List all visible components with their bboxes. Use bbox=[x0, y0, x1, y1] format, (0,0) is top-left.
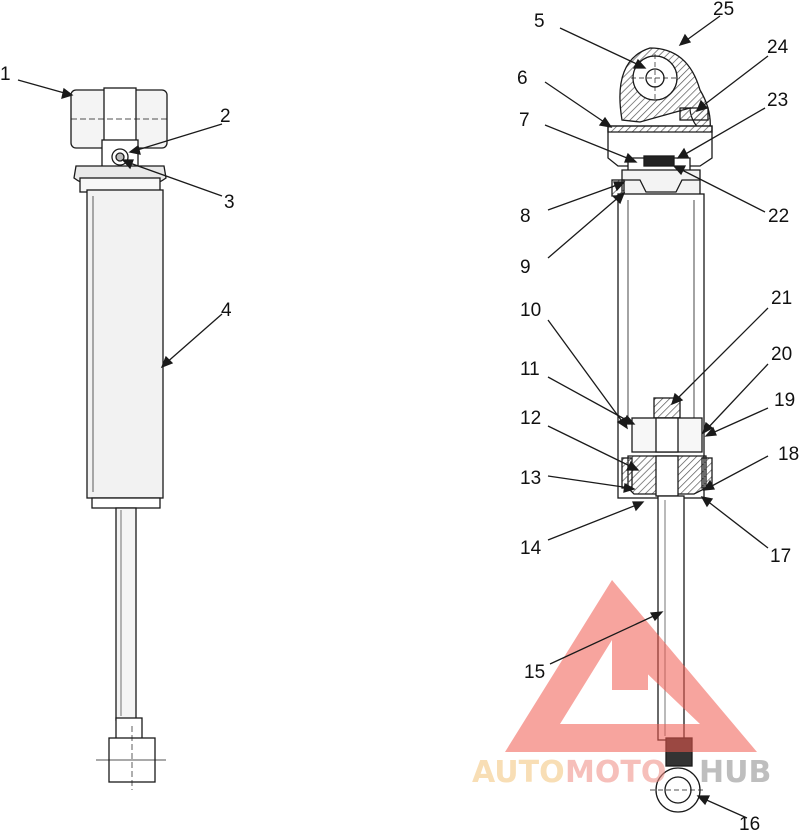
callout-25: 25 bbox=[713, 0, 734, 20]
exterior-view bbox=[70, 87, 168, 790]
sectional-view bbox=[607, 47, 713, 813]
leader-14 bbox=[547, 501, 645, 541]
callout-3: 3 bbox=[224, 192, 235, 213]
leader-20 bbox=[701, 363, 769, 435]
leader-7 bbox=[544, 124, 638, 163]
callout-9: 9 bbox=[520, 257, 531, 278]
leader-23 bbox=[676, 107, 766, 159]
callout-13: 13 bbox=[520, 468, 541, 489]
leader-2 bbox=[128, 123, 223, 155]
callout-23: 23 bbox=[767, 90, 788, 111]
leader-8 bbox=[547, 181, 626, 211]
leader-5 bbox=[559, 27, 647, 69]
leader-12 bbox=[547, 425, 640, 471]
callout-17: 17 bbox=[770, 546, 791, 567]
leader-18 bbox=[702, 455, 769, 491]
callout-6: 6 bbox=[517, 68, 528, 89]
callout-5: 5 bbox=[534, 11, 545, 32]
callout-15: 15 bbox=[524, 662, 545, 683]
leader-22 bbox=[672, 165, 766, 213]
watermark-moto: MOTO bbox=[565, 755, 666, 790]
leader-13 bbox=[547, 475, 636, 493]
leader-19 bbox=[704, 407, 769, 437]
leader-16 bbox=[696, 795, 748, 819]
callout-7: 7 bbox=[519, 110, 530, 131]
callout-24: 24 bbox=[767, 37, 789, 58]
callout-20: 20 bbox=[771, 344, 792, 365]
leader-24 bbox=[695, 55, 769, 113]
leader-3 bbox=[121, 159, 223, 197]
leader-11 bbox=[547, 376, 636, 425]
leader-4 bbox=[160, 313, 223, 369]
leader-9 bbox=[547, 191, 626, 259]
callout-21: 21 bbox=[771, 288, 792, 309]
callout-10: 10 bbox=[520, 300, 541, 321]
callout-2: 2 bbox=[220, 106, 231, 127]
leader-21 bbox=[670, 307, 769, 406]
shock-body bbox=[86, 189, 164, 499]
leader-15 bbox=[549, 611, 664, 665]
callout-19: 19 bbox=[774, 390, 795, 411]
callout-14: 14 bbox=[520, 538, 542, 559]
leader-lines bbox=[17, 15, 769, 819]
leader-1 bbox=[17, 79, 74, 99]
automotohub-watermark: AUTO MOTO HUB bbox=[472, 580, 771, 790]
watermark-logo-mark bbox=[505, 580, 757, 752]
leader-25 bbox=[678, 15, 721, 47]
leader-6 bbox=[544, 81, 613, 128]
callout-4: 4 bbox=[221, 300, 232, 321]
piston-rod bbox=[115, 507, 137, 721]
callout-8: 8 bbox=[520, 206, 531, 227]
callout-12: 12 bbox=[520, 408, 541, 429]
callout-22: 22 bbox=[768, 206, 789, 227]
watermark-auto: AUTO bbox=[472, 755, 565, 790]
watermark-hub: HUB bbox=[699, 755, 771, 790]
callout-16: 16 bbox=[739, 814, 760, 833]
leader-10 bbox=[547, 319, 628, 430]
callout-18: 18 bbox=[778, 444, 799, 465]
callout-1: 1 bbox=[0, 64, 11, 85]
callout-11: 11 bbox=[520, 359, 540, 380]
leader-17 bbox=[700, 496, 769, 549]
